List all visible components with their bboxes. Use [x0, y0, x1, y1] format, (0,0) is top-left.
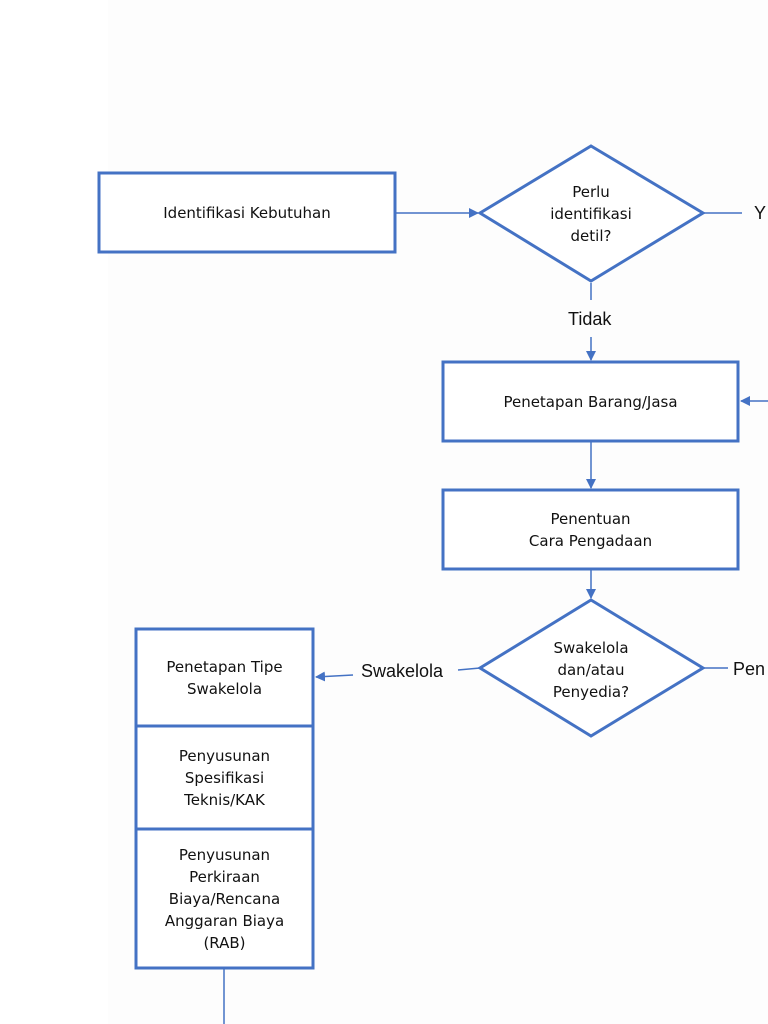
penetapan-tipe-text: Penetapan Tipe Swakelola [166, 657, 283, 698]
decision-detil-diamond [477, 144, 706, 283]
penentuan-cara-text: Penentuan Cara Pengadaan [528, 509, 653, 550]
identifikasi-kebutuhan-box [97, 171, 397, 254]
penentuan-cara-box [441, 488, 740, 571]
edge-label-tidak: Tidak [568, 309, 612, 329]
decision-swakelola-diamond [477, 598, 706, 738]
penetapan-barang-text: Penetapan Barang/Jasa [503, 392, 678, 411]
identifikasi-kebutuhan-text: Identifikasi Kebutuhan [163, 203, 331, 222]
penetapan-tipe-box [134, 627, 315, 728]
decision-detil-text: Perlu identifikasi detil? [550, 183, 632, 245]
penyusunan-rab-text: Penyusunan Perkiraan Biaya/Rencana Angga… [164, 845, 285, 952]
penyusunan-spek-box [134, 724, 315, 831]
edge-label-ya: Y [754, 203, 767, 223]
penyusunan-rab-box [134, 827, 315, 970]
edge-label-penyedia: Pen [733, 659, 766, 679]
arrow-swakelola-to-tipe [315, 671, 354, 682]
decision-swakelola-text: Swakelola dan/atau Penyedia? [552, 639, 630, 701]
penyusunan-spek-text: Penyusunan Spesifikasi Teknis/KAK [178, 746, 271, 809]
line-decision-to-swakelola-label [457, 667, 481, 671]
edge-label-swakelola: Swakelola [361, 661, 444, 681]
